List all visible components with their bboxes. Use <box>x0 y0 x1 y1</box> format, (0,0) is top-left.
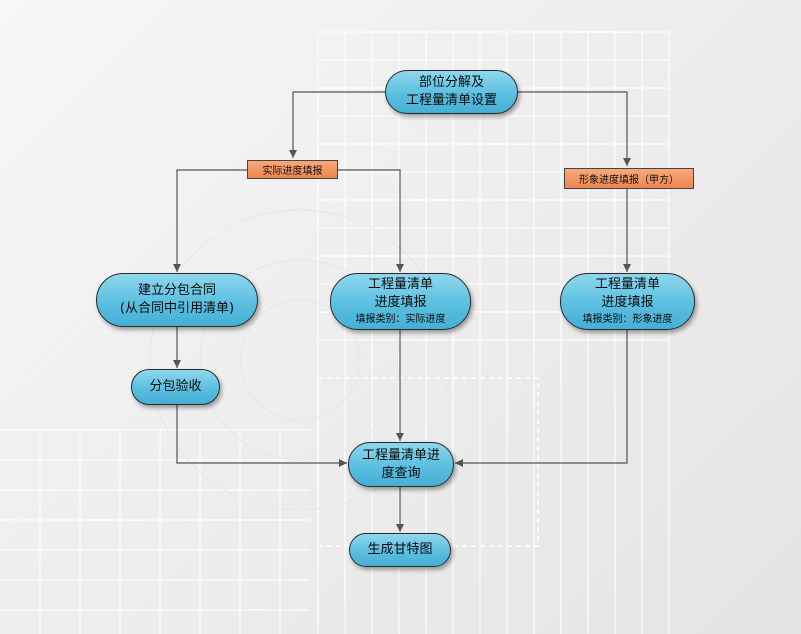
node-line: 工程量清单 <box>594 277 660 292</box>
node-subcontract: 建立分包合同 (从合同中引用清单) <box>96 273 258 327</box>
connector-top-to-image-tag <box>518 91 631 166</box>
node-part-decomposition: 部位分解及 工程量清单设置 <box>385 70 518 114</box>
node-line: 分包验收 <box>149 379 202 394</box>
tag-label: 形象进度填报（甲方） <box>579 175 679 186</box>
connector-acceptance-to-query <box>176 405 347 467</box>
node-line: 进度填报 <box>374 295 427 310</box>
node-generate-gantt: 生成甘特图 <box>349 533 451 567</box>
node-image-progress-report: 工程量清单 进度填报 填报类别：形象进度 <box>560 273 695 330</box>
node-line: 度查询 <box>381 465 421 481</box>
node-line: 工程量清单进 <box>361 447 440 463</box>
node-line: 部位分解及 <box>418 75 484 90</box>
tag-label: 实际进度填报 <box>262 166 323 177</box>
connector-actual-to-report <box>338 169 404 272</box>
connector-actual-to-subcontract <box>173 169 247 272</box>
node-line: 进度填报 <box>601 295 654 310</box>
node-subcontract-acceptance: 分包验收 <box>131 369 220 405</box>
node-subtitle: 填报类别：实际进度 <box>355 314 446 325</box>
node-line: 建立分包合同 <box>137 283 216 298</box>
node-progress-query: 工程量清单进 度查询 <box>348 442 454 487</box>
connector-image-report-to-query <box>455 330 628 467</box>
tag-image-progress: 形象进度填报（甲方） <box>564 168 694 189</box>
node-line: 工程量清单 <box>367 277 433 292</box>
node-actual-progress-report: 工程量清单 进度填报 填报类别：实际进度 <box>330 273 471 330</box>
tag-actual-progress: 实际进度填报 <box>247 160 338 179</box>
connector-top-to-actual-tag <box>289 91 385 158</box>
node-subtitle: 填报类别：形象进度 <box>582 314 673 325</box>
node-line: (从合同中引用清单) <box>119 301 235 316</box>
node-line: 生成甘特图 <box>367 542 433 557</box>
node-line: 工程量清单设置 <box>405 93 497 108</box>
